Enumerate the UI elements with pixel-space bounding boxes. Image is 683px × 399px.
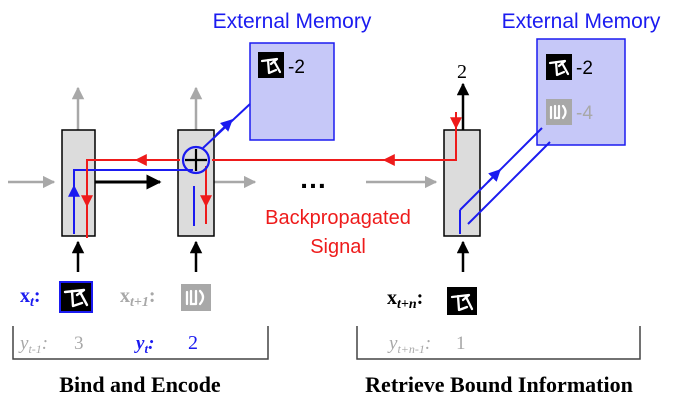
target-y-tn1-label: yt+n-1: — [387, 333, 431, 356]
right-section-bracket — [356, 326, 641, 360]
omniglot-character-a-icon — [258, 52, 284, 78]
target-y-tm1-value: 3 — [74, 333, 84, 354]
blue-read-path-2 — [467, 141, 551, 225]
left-section-title: Bind and Encode — [59, 372, 221, 397]
right-memory-entry-2-value: -4 — [576, 103, 593, 124]
ellipsis: … — [299, 163, 327, 194]
blue-read-arrow — [487, 169, 501, 183]
left-memory-entry-value: -2 — [288, 57, 305, 78]
input-x-t-label: xt: — [20, 285, 41, 310]
right-memory-title: External Memory — [502, 10, 661, 33]
controller-cell-2 — [177, 129, 215, 237]
omniglot-character-a-icon — [447, 287, 477, 315]
blue-write-path — [73, 169, 193, 234]
blue-read-path-1 — [459, 127, 543, 211]
output-label: 2 — [457, 61, 467, 83]
left-memory-title: External Memory — [213, 10, 372, 33]
controller-cell-n — [443, 129, 481, 237]
target-y-tm1-label: yt-1: — [18, 333, 48, 356]
input-x-t1-label: xt+1: — [120, 285, 156, 310]
omniglot-character-a-icon — [59, 281, 93, 313]
backprop-label-line2: Signal — [310, 236, 366, 258]
left-section-bracket — [12, 326, 269, 360]
circled-plus-icon — [181, 145, 211, 175]
omniglot-character-b-icon — [181, 284, 211, 311]
target-y-t-value: 2 — [188, 332, 198, 354]
input-x-tn-label: xt+n: — [387, 287, 423, 312]
right-memory-entry-1-value: -2 — [576, 58, 593, 79]
target-y-t-label: yt: — [134, 333, 154, 356]
omniglot-character-b-icon — [546, 99, 572, 125]
right-section-title: Retrieve Bound Information — [365, 372, 633, 397]
blue-write-to-memory-arrow — [215, 119, 233, 136]
controller-cell-1 — [61, 129, 96, 237]
backprop-label-line1: Backpropagated — [265, 207, 411, 229]
target-y-tn1-value: 1 — [456, 333, 466, 354]
omniglot-character-a-icon — [546, 54, 572, 80]
red-backprop-left — [86, 159, 180, 238]
